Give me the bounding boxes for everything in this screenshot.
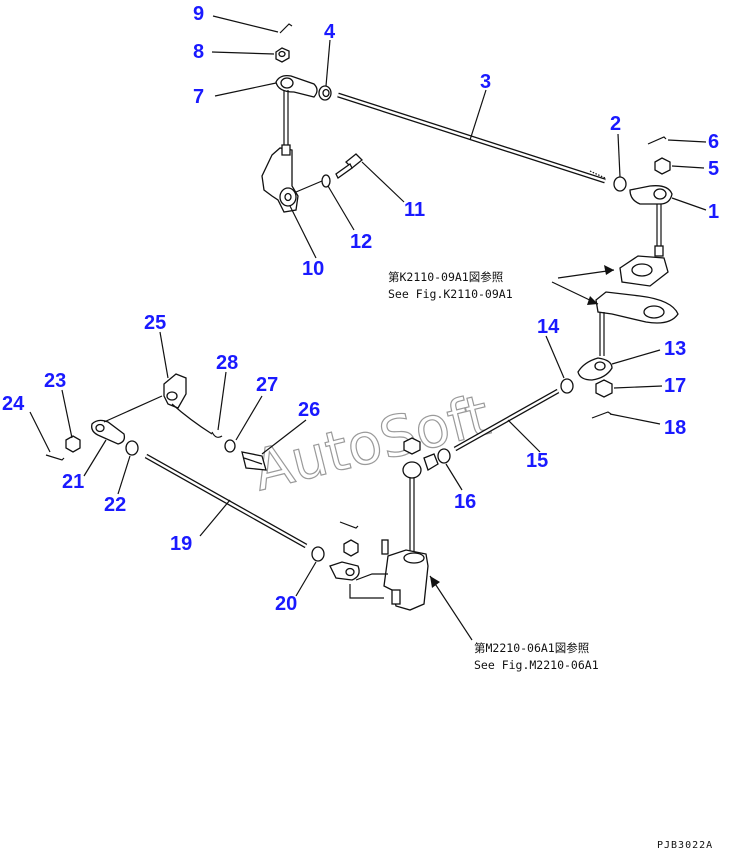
callout-labels: 9 8 7 4 3 2 6 5 1 11 12 10 14 13 17 18 1… [2,3,719,615]
rod-3 [337,92,606,184]
callout-23: 23 [44,370,66,392]
nut-5 [654,157,671,175]
bolt-26 [241,451,267,471]
callout-25: 25 [144,312,166,334]
callout-10: 10 [302,258,324,280]
callout-8: 8 [193,41,204,63]
pin-24 [45,454,65,461]
rod-19 [144,453,308,549]
callout-18: 18 [664,417,686,439]
callout-28: 28 [216,352,238,374]
rod-end-lower [329,561,360,581]
callout-12: 12 [350,231,372,253]
callout-19: 19 [170,533,192,555]
nut-16 [437,448,451,464]
nut-4 [318,85,332,101]
callout-21: 21 [62,471,84,493]
callout-27: 27 [256,374,278,396]
callout-16: 16 [454,491,476,513]
nut-center [403,437,421,455]
rod-15 [453,388,560,452]
pin-lower [339,521,359,529]
nut-20 [311,546,325,562]
callout-13: 13 [664,338,686,360]
nut-22 [125,440,139,456]
nut-8 [275,47,290,63]
washer-12 [321,174,331,188]
callout-2: 2 [610,113,621,135]
callout-24: 24 [2,393,25,415]
drawing-code: PJB3022A [657,840,713,851]
pin-18 [591,411,612,419]
bracket-upper [619,255,669,287]
bolt-11 [335,153,363,179]
rod-end-1 [629,185,673,257]
callout-11: 11 [404,199,425,221]
lever-10 [261,144,299,213]
reference-lower-en: See Fig.M2210-06A1 [474,658,599,672]
callout-26: 26 [298,399,320,421]
reference-upper-en: See Fig.K2110-09A1 [388,287,513,301]
nut-lower [343,539,359,557]
callout-20: 20 [275,593,297,615]
callout-6: 6 [708,131,719,153]
callout-15: 15 [526,450,548,472]
rod-end-13 [577,357,613,381]
lever-lower [349,539,429,611]
reference-lower-jp: 第M2210-06A1図参照 [474,641,589,655]
nut-14 [560,378,574,394]
callout-22: 22 [104,494,126,516]
callout-3: 3 [480,71,491,93]
callout-5: 5 [708,158,719,180]
bracket-25 [163,373,213,435]
callout-17: 17 [664,375,686,397]
watermark: AutoSoft [247,383,496,504]
pin-9 [279,23,293,34]
callout-14: 14 [537,316,560,338]
nut-27 [224,439,236,453]
callout-7: 7 [193,86,204,108]
rod-end-7 [275,74,318,145]
leader-lines [29,15,707,641]
reference-upper-jp: 第K2110-09A1図参照 [388,270,503,284]
callout-1: 1 [708,201,719,223]
callout-9: 9 [193,3,204,25]
arm-upper [595,291,679,356]
nut-17 [595,379,613,398]
clip-28 [211,431,223,438]
rod-end-center [402,453,439,560]
pin-6 [647,136,667,145]
rod-end-21 [91,395,163,445]
nut-23 [65,435,81,453]
nut-2 [613,176,627,192]
callout-4: 4 [324,21,336,43]
